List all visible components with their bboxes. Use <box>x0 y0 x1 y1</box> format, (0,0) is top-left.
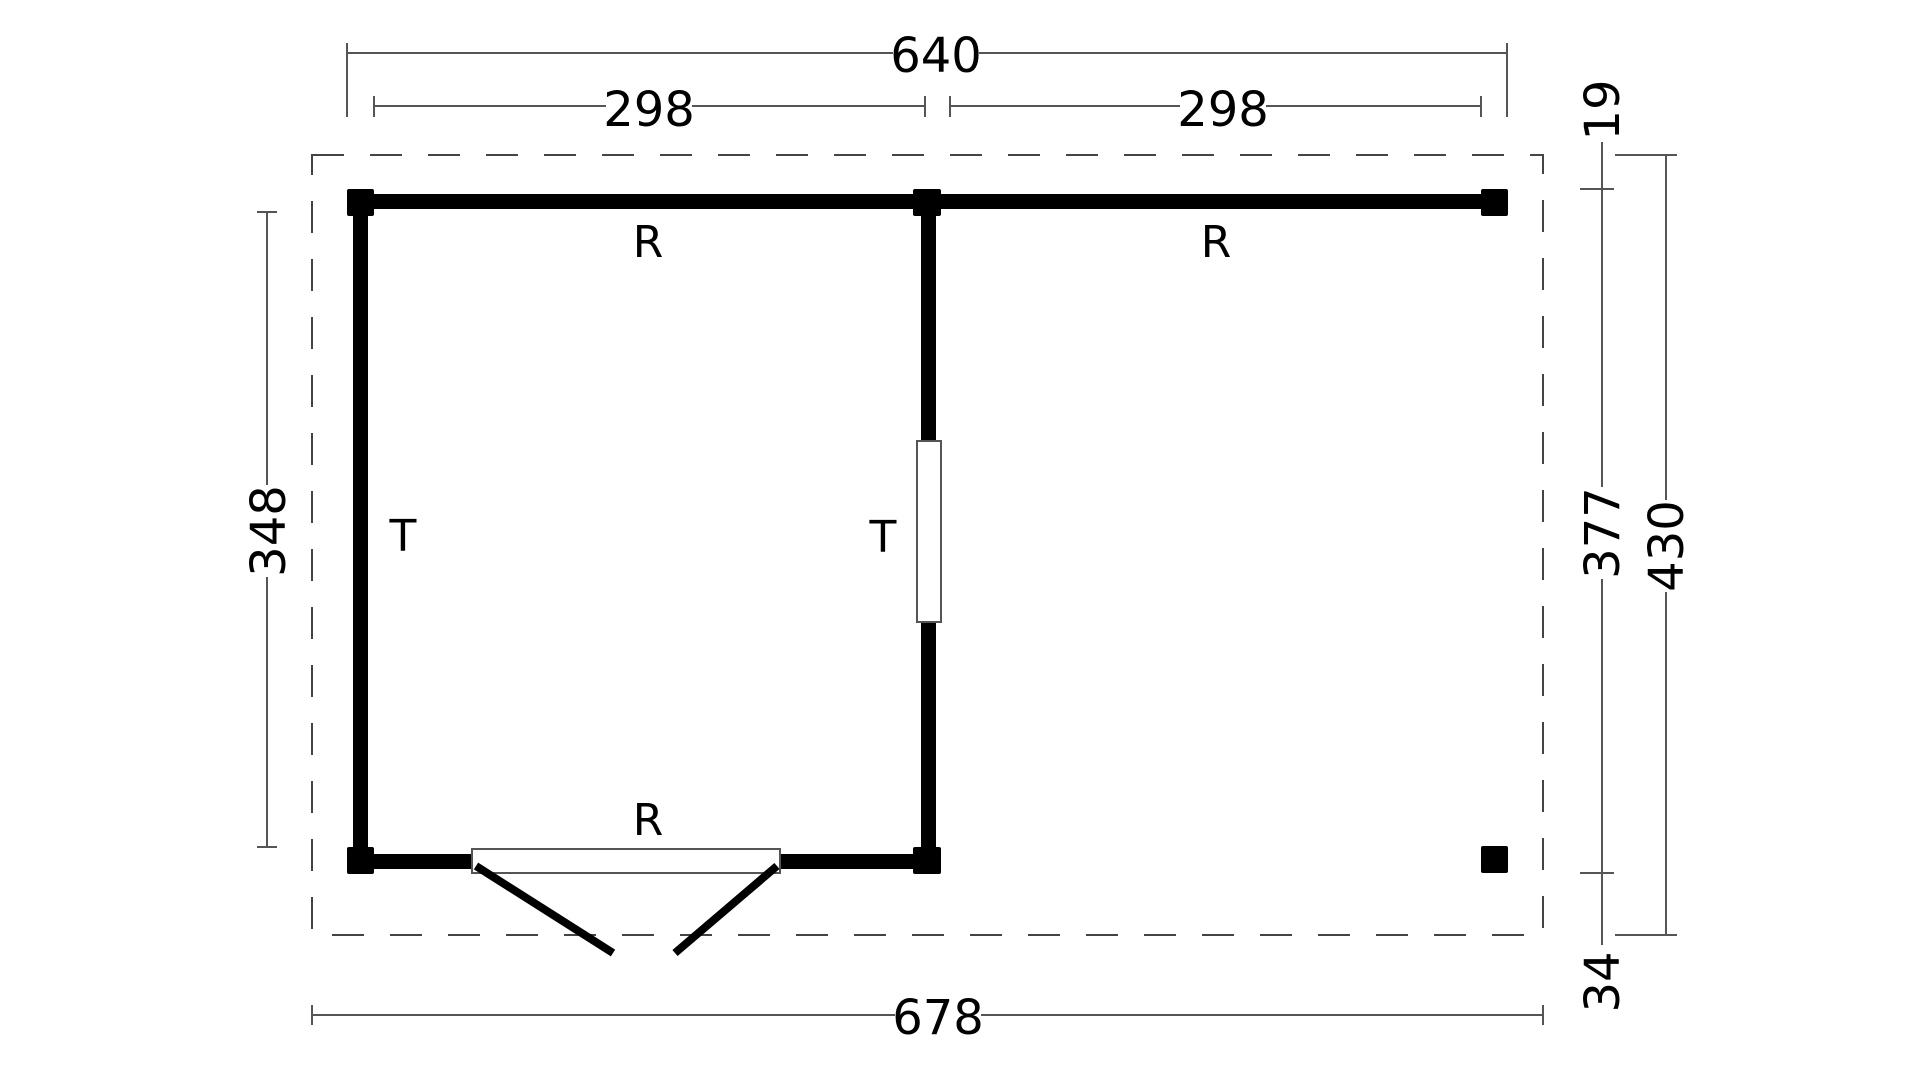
dimension-label-overhang-bottom: 34 <box>1575 951 1631 1012</box>
dimension-label: 430 <box>1639 500 1695 592</box>
dimension-label: 298 <box>603 82 695 138</box>
wall-bottom-left <box>360 854 474 869</box>
dimension-label: 678 <box>892 990 984 1046</box>
dimension-top-right: 298 <box>949 80 1482 138</box>
front-door-opening <box>471 848 781 874</box>
dimension-right-total: 430 <box>1615 154 1695 936</box>
dimension-label-inner: 377 <box>1575 487 1631 579</box>
post-top-left <box>347 189 374 216</box>
wall-left <box>353 200 368 860</box>
roof-outline <box>311 154 1544 936</box>
door-leaf-left <box>473 862 616 957</box>
dimension-bottom-total: 678 <box>311 990 1544 1046</box>
dimension-label: 298 <box>1177 82 1269 138</box>
interior-window-opening <box>916 440 942 623</box>
posts <box>347 189 1508 874</box>
post-top-middle <box>913 189 941 216</box>
dimension-top-left: 298 <box>373 80 926 138</box>
dimension-right-chain: 19 377 34 <box>1575 79 1631 1015</box>
wall-label-top-left: R <box>633 217 664 268</box>
dimension-left-height: 348 <box>241 211 297 848</box>
wall-middle-lower <box>921 620 936 860</box>
post-bottom-middle <box>913 847 941 874</box>
dimension-label-overhang-top: 19 <box>1575 79 1631 140</box>
wall-label-bottom: R <box>633 795 664 846</box>
wall-label-middle: T <box>869 512 897 563</box>
post-bottom-right <box>1481 846 1508 873</box>
wall-middle-upper <box>921 200 936 443</box>
post-bottom-left <box>347 847 374 874</box>
door-leaf-right <box>672 862 780 957</box>
post-top-right <box>1481 189 1508 216</box>
dimension-top-total: 640 <box>346 28 1508 117</box>
wall-label-top-right: R <box>1201 217 1232 268</box>
wall-label-left: T <box>389 511 417 562</box>
dimension-label: 640 <box>890 28 982 84</box>
dimension-label: 348 <box>241 485 297 577</box>
wall-bottom-right <box>779 854 929 869</box>
